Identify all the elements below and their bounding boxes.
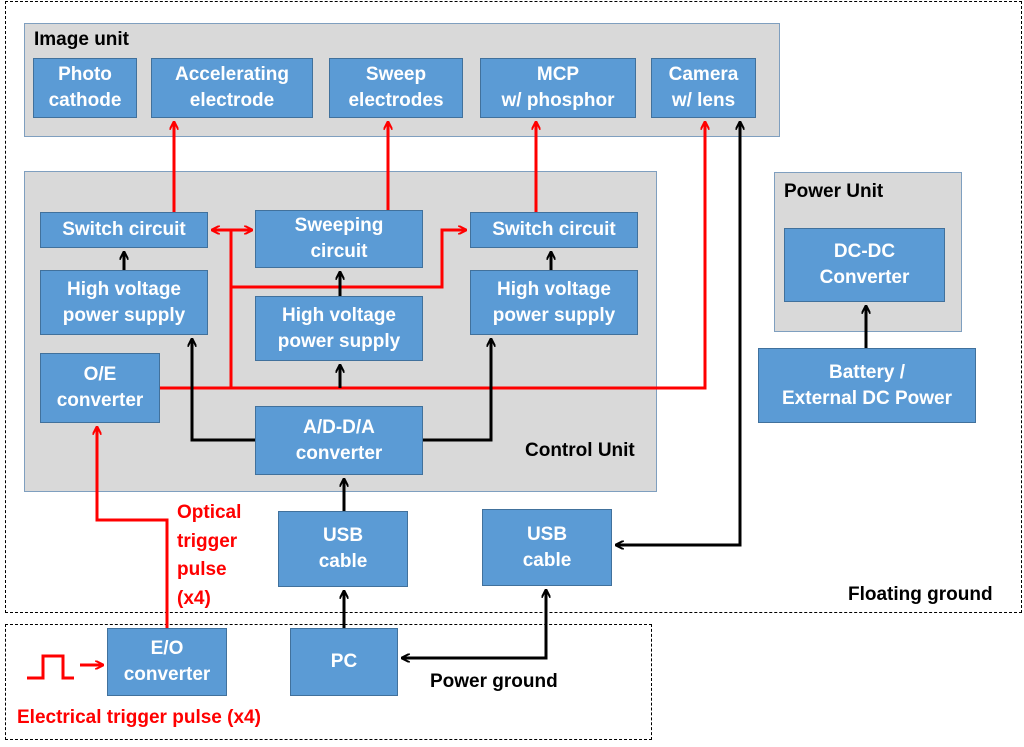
pc-usb-right-line <box>402 590 546 658</box>
oe-to-camera-line <box>160 122 705 390</box>
dcdc-converter-block: DC-DC Converter <box>784 228 945 302</box>
electrical-pulse-waveform <box>27 654 74 680</box>
branch-to-right-switch-line <box>231 230 466 289</box>
adda-to-hv-right-line <box>423 339 491 442</box>
oe-branch-to-left-switch-line <box>212 230 233 388</box>
pc-block: PC <box>290 628 398 696</box>
mcp-phosphor-block: MCP w/ phosphor <box>480 58 636 118</box>
hv-power-supply-right-block: High voltage power supply <box>470 270 638 335</box>
hv-power-supply-left-block: High voltage power supply <box>40 270 208 335</box>
power-ground-label: Power ground <box>430 671 558 692</box>
adda-to-hv-left-line <box>192 339 255 442</box>
hv-power-supply-mid-block: High voltage power supply <box>255 296 423 361</box>
oe-converter-block: O/E converter <box>40 353 160 423</box>
camera-usb-right-line <box>616 122 740 545</box>
photocathode-block: Photo cathode <box>33 58 137 118</box>
floating-ground-label: Floating ground <box>848 584 993 605</box>
camera-lens-block: Camera w/ lens <box>651 58 756 118</box>
eo-to-oe-line <box>97 427 169 628</box>
sweep-electrodes-block: Sweep electrodes <box>329 58 463 118</box>
usb-cable-right-block: USB cable <box>482 509 612 586</box>
battery-external-dc-block: Battery / External DC Power <box>758 348 976 423</box>
control-unit-title: Control Unit <box>525 440 635 461</box>
image-unit-title: Image unit <box>34 29 130 50</box>
sweeping-circuit-block: Sweeping circuit <box>255 210 423 268</box>
adda-converter-block: A/D-D/A converter <box>255 406 423 475</box>
accelerating-electrode-block: Accelerating electrode <box>151 58 313 118</box>
electrical-trigger-label: Electrical trigger pulse (x4) <box>17 707 261 728</box>
switch-circuit-left-block: Switch circuit <box>40 212 208 248</box>
eo-converter-block: E/O converter <box>107 628 227 696</box>
power-ground-region <box>5 624 652 740</box>
optical-trigger-label: Optical trigger pulse (x4) <box>177 502 242 609</box>
usb-cable-left-block: USB cable <box>278 511 408 587</box>
switch-circuit-right-block: Switch circuit <box>470 212 638 248</box>
power-unit-title: Power Unit <box>784 181 884 202</box>
